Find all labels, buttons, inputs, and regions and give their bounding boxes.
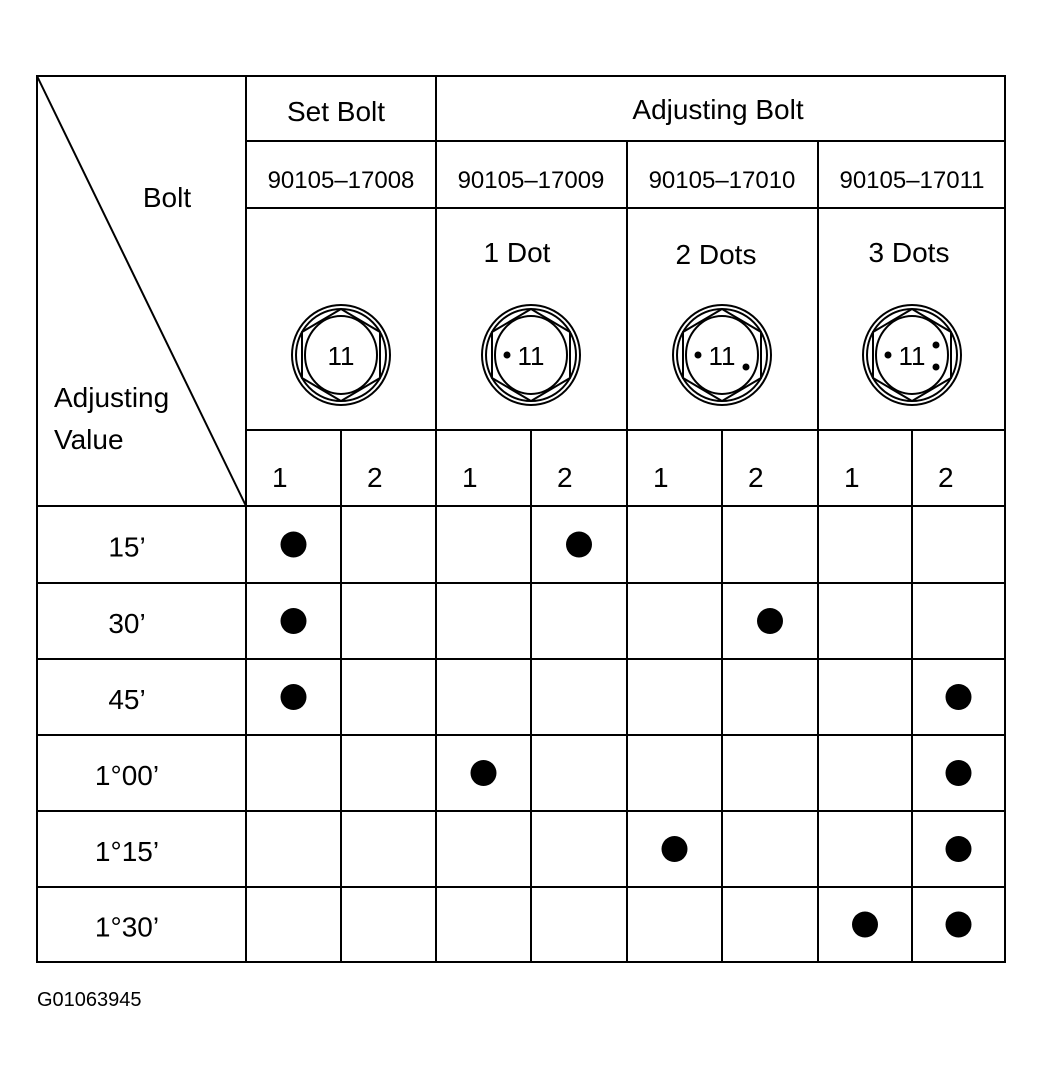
selection-dot: [470, 760, 497, 786]
position-label: 2: [557, 462, 573, 493]
adjusting-value-label: 1°15’: [95, 836, 159, 867]
selection-dot: [280, 531, 307, 558]
position-label: 2: [938, 462, 954, 493]
set-bolt-header: Set Bolt: [287, 96, 385, 127]
part-number-17010: 90105–17010: [649, 167, 796, 194]
bolt-head-icon: 11: [672, 304, 772, 406]
table-border: [36, 75, 1006, 963]
bolt-dot-mark: [932, 363, 940, 371]
position-label: 1: [272, 462, 288, 493]
bolt-dot-mark: [503, 351, 511, 359]
bolt-dot-mark: [694, 351, 702, 359]
bolt-head-icon: 11: [481, 304, 581, 406]
bolt-dot-mark: [932, 341, 940, 349]
corner-label-adjusting: Adjusting: [54, 382, 169, 413]
selection-dot: [945, 836, 972, 862]
bolt-head-icon: 11: [291, 304, 391, 406]
marking-3-dots: 3 Dots: [869, 237, 950, 268]
adjusting-value-label: 1°00’: [95, 760, 159, 791]
part-number-17008: 90105–17008: [268, 167, 415, 194]
selection-dot: [280, 684, 307, 710]
part-number-17011: 90105–17011: [839, 167, 984, 194]
bolt-head-label: 11: [709, 341, 736, 371]
bolt-head-label: 11: [518, 341, 545, 371]
selection-dot: [661, 836, 688, 862]
bolt-head-label: 11: [899, 341, 926, 371]
marking-2-dots: 2 Dots: [676, 239, 757, 270]
position-label: 2: [748, 462, 764, 493]
bolt-dot-mark: [884, 351, 892, 359]
selection-dot: [945, 760, 972, 786]
adjusting-value-label: 45’: [108, 684, 145, 715]
bolt-dot-mark: [742, 363, 750, 371]
bolt-head-icon: 11: [862, 304, 962, 406]
adjusting-value-label: 15’: [108, 532, 145, 563]
corner-label-bolt: Bolt: [143, 182, 191, 213]
selection-dot: [757, 608, 783, 634]
bolt-head-label: 11: [328, 341, 355, 371]
selection-dot: [852, 911, 878, 938]
position-label: 2: [367, 462, 383, 493]
marking-1-dot: 1 Dot: [484, 237, 551, 268]
corner-label-value: Value: [54, 424, 124, 455]
selection-dot: [945, 911, 972, 938]
selection-dot: [566, 531, 592, 558]
figure-id: G01063945: [37, 989, 142, 1011]
selection-dot: [280, 608, 307, 634]
table-grid: [36, 75, 1006, 963]
corner-diagonal: [36, 75, 247, 507]
position-label: 1: [462, 462, 478, 493]
adjusting-value-label: 30’: [108, 608, 145, 639]
selection-dot: [945, 684, 972, 710]
adjusting-value-label: 1°30’: [95, 912, 159, 943]
part-number-17009: 90105–17009: [458, 167, 605, 194]
position-label: 1: [653, 462, 669, 493]
position-label: 1: [844, 462, 860, 493]
adjusting-bolt-header: Adjusting Bolt: [632, 94, 803, 125]
